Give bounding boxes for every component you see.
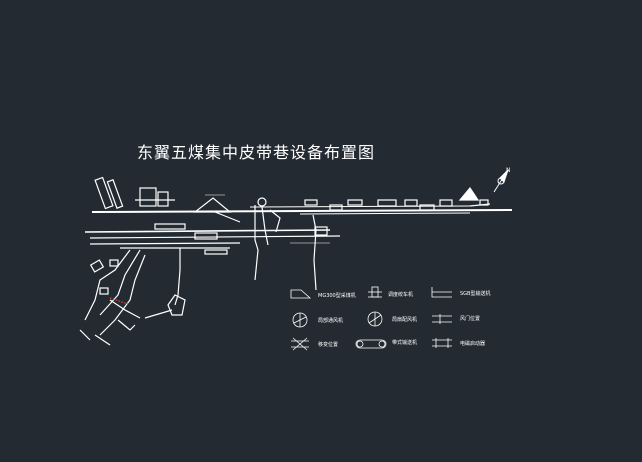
legend-label: 局部通风机 bbox=[318, 317, 343, 324]
legend-label: 带式输送机 bbox=[392, 339, 417, 346]
north-arrow-icon: N bbox=[493, 167, 511, 193]
belt-machine-icon bbox=[355, 339, 387, 349]
fan-icon bbox=[292, 312, 308, 328]
legend-item-pump-fan: 局扇配风机 bbox=[367, 311, 417, 327]
legend-item-switch: 电磁启动器 bbox=[432, 338, 485, 348]
legend-item-transformer: 移变位置 bbox=[291, 337, 338, 351]
legend-item-conveyor: SGB型输送机 bbox=[431, 287, 490, 298]
legend-label: MG300型采煤机 bbox=[318, 292, 356, 299]
legend-label: SGB型输送机 bbox=[460, 290, 490, 297]
shearer-icon bbox=[290, 289, 312, 299]
legend-label: 移变位置 bbox=[318, 341, 338, 348]
drawing-title: 东翼五煤集中皮带巷设备布置图 bbox=[137, 143, 375, 162]
legend-label: 风门位置 bbox=[460, 315, 480, 322]
building-blocks bbox=[94, 176, 175, 210]
winch-icon bbox=[368, 286, 382, 298]
legend: MG300型采煤机 调度绞车机 SGB型输送机 局部通风机 bbox=[290, 286, 490, 351]
legend-item-belt-machine: 带式输送机 bbox=[355, 339, 417, 349]
belt-conveyor-icon bbox=[431, 287, 452, 298]
damper-icon bbox=[432, 314, 452, 324]
pump-fan-icon bbox=[367, 311, 383, 327]
north-arrow-label: N bbox=[506, 167, 511, 174]
legend-label: 局扇配风机 bbox=[392, 316, 417, 323]
legend-item-fan: 局部通风机 bbox=[292, 312, 343, 328]
roadway-layout bbox=[79, 176, 513, 346]
main-line-equipment bbox=[304, 186, 491, 211]
legend-label: 调度绞车机 bbox=[388, 291, 413, 298]
legend-item-shearer: MG300型采煤机 bbox=[290, 289, 356, 299]
transformer-icon bbox=[291, 337, 309, 351]
legend-label: 电磁启动器 bbox=[460, 340, 485, 347]
legend-item-damper: 风门位置 bbox=[432, 314, 480, 324]
switch-icon bbox=[432, 338, 452, 348]
legend-item-winch: 调度绞车机 bbox=[368, 286, 413, 298]
